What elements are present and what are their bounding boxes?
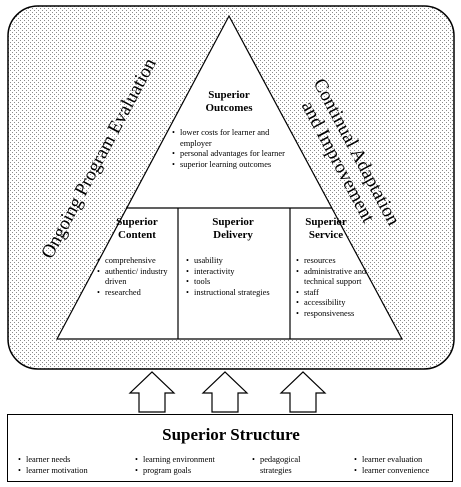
list-item: usability xyxy=(186,256,290,267)
superior-content-title-line-1: Superior xyxy=(116,216,158,228)
list-item: lower costs for learner and employer xyxy=(172,128,290,149)
list-item: learning environment xyxy=(135,455,215,466)
list-item: comprehensive xyxy=(97,256,175,267)
superior-service-list: resources administrative and technical s… xyxy=(296,256,384,320)
superior-service-title-line-1: Superior xyxy=(305,216,347,228)
list-item: accessibility xyxy=(296,298,384,309)
superior-delivery-title-line-1: Superior xyxy=(212,216,254,228)
list-item: instructional strategies xyxy=(186,288,290,299)
list-item: administrative and technical support xyxy=(296,267,384,288)
list-item: researched xyxy=(97,288,175,299)
list-item: authentic/ industry driven xyxy=(97,267,175,288)
superior-delivery-list: usability interactivity tools instructio… xyxy=(186,256,290,298)
superior-content-title: Superior Content xyxy=(104,216,170,242)
superior-service-title-line-2: Service xyxy=(308,229,344,241)
list-item: learner motivation xyxy=(18,466,88,477)
structure-list-evaluation: learner evaluation learner convenience xyxy=(354,455,429,476)
list-item: learner needs xyxy=(18,455,88,466)
superior-structure-title: Superior Structure xyxy=(162,425,300,444)
superior-delivery-title-line-2: Delivery xyxy=(213,229,253,241)
superior-delivery-title: Superior Delivery xyxy=(193,216,273,242)
superior-structure-box: Superior Structure learner needs learner… xyxy=(7,414,453,482)
list-item: staff xyxy=(296,288,384,299)
list-item: superior learning outcomes xyxy=(172,160,290,171)
list-item: learner evaluation xyxy=(354,455,429,466)
superior-outcomes-title: Superior Outcomes xyxy=(189,89,269,115)
superior-service-title: Superior Service xyxy=(293,216,359,242)
list-item: personal advantages for learner xyxy=(172,149,290,160)
superior-content-list: comprehensive authentic/ industry driven… xyxy=(97,256,175,298)
up-arrow-left-icon xyxy=(128,371,176,413)
list-item: resources xyxy=(296,256,384,267)
structure-list-learner: learner needs learner motivation xyxy=(18,455,88,476)
structure-list-program: learning environment program goals xyxy=(135,455,215,476)
structure-list-pedagogy: pedagogical strategies xyxy=(252,455,320,476)
superior-outcomes-title-line-2: Outcomes xyxy=(205,102,253,114)
list-item: interactivity xyxy=(186,267,290,278)
superior-outcomes-list: lower costs for learner and employer per… xyxy=(172,128,290,170)
list-item: program goals xyxy=(135,466,215,477)
superior-content-title-line-2: Content xyxy=(118,229,156,241)
up-arrow-right-icon xyxy=(279,371,327,413)
list-item: tools xyxy=(186,277,290,288)
up-arrow-center-icon xyxy=(201,371,249,413)
list-item: responsiveness xyxy=(296,309,384,320)
superior-outcomes-title-line-1: Superior xyxy=(208,89,250,101)
list-item: pedagogical strategies xyxy=(252,455,320,476)
list-item: learner convenience xyxy=(354,466,429,477)
